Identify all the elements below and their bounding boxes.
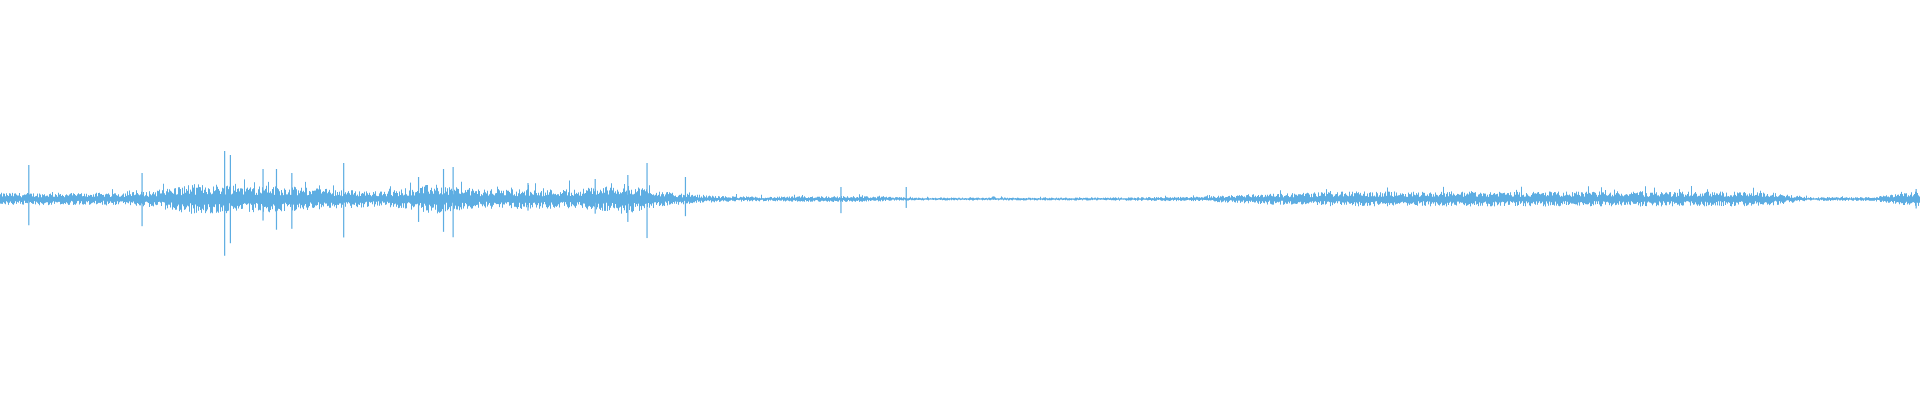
waveform-segment [144, 183, 192, 214]
waveform-segment [1632, 186, 1680, 207]
waveform-segment [864, 195, 912, 202]
waveform-segment [1728, 187, 1776, 207]
waveform-segment [1296, 189, 1344, 207]
waveform-segment [480, 186, 528, 209]
waveform-segment [288, 181, 336, 211]
waveform-segment [528, 180, 576, 209]
waveform-segment [1152, 195, 1200, 202]
waveform-segment [1680, 186, 1728, 207]
waveform-segment [432, 181, 480, 214]
waveform-segment [240, 179, 288, 213]
waveform-segment [336, 188, 384, 209]
waveform-segment [1584, 186, 1632, 207]
waveform-segment [624, 184, 672, 213]
waveform-segment [672, 192, 720, 205]
waveform-segment [96, 189, 144, 207]
waveform-peaks [28, 151, 1917, 256]
waveform-segment [1392, 191, 1440, 207]
waveform-segment [1872, 191, 1920, 206]
waveform-segment [192, 183, 240, 214]
waveform-segment [1824, 196, 1872, 201]
waveform-segment [1008, 196, 1056, 201]
waveform-segment [1200, 195, 1248, 204]
waveform-segment [384, 177, 432, 213]
waveform-segment [1440, 186, 1488, 207]
waveform-segment [1536, 191, 1584, 207]
waveform-segment [960, 196, 1008, 201]
waveform-segment [1248, 190, 1296, 205]
waveform-segment [1104, 197, 1152, 201]
waveform-segment [912, 196, 960, 201]
waveform-segment [1488, 186, 1536, 207]
waveform-segment [720, 194, 768, 202]
waveform-segment [1776, 194, 1824, 205]
waveform-segment [576, 183, 624, 214]
waveform-segment [1056, 197, 1104, 201]
waveform-segment [816, 194, 864, 202]
waveform-segment [0, 192, 48, 206]
waveform-segment [1344, 187, 1392, 207]
waveform-segment [48, 192, 96, 206]
waveform-body [0, 177, 1920, 214]
waveform-segment [768, 194, 816, 202]
